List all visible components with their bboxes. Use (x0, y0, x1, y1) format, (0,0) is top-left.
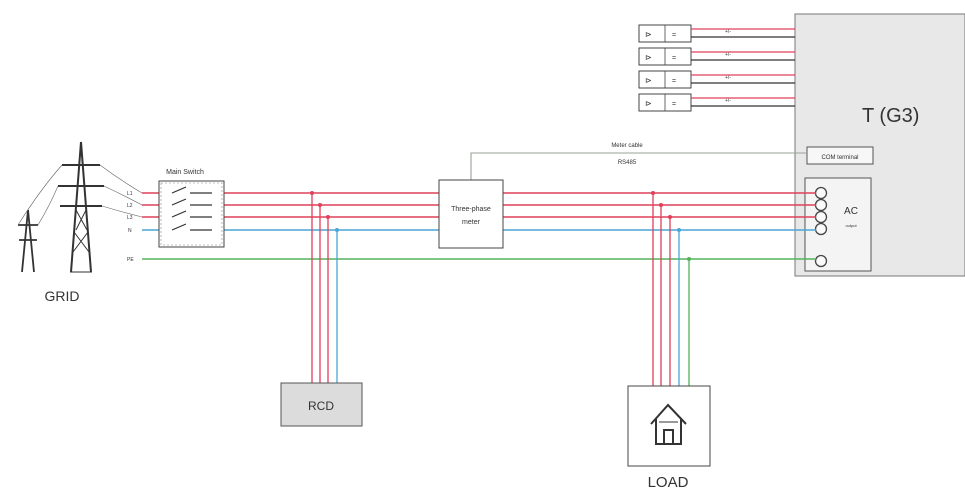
svg-text:⊳: ⊳ (645, 53, 652, 62)
pv-string-3: ⊳ = +/- (638, 70, 795, 89)
terminal-pe (814, 254, 828, 268)
ac-label: AC (844, 206, 858, 217)
comm-port (806, 146, 874, 165)
meter-label-2: meter (462, 219, 481, 226)
comm-line: Meter cable RS485 (470, 143, 807, 180)
load-label: LOAD (648, 474, 689, 491)
inverter-title: T (G3) (862, 105, 919, 127)
svg-text:+/-: +/- (725, 52, 731, 58)
ac-sub-label: output (845, 223, 857, 228)
pv-string-1: ⊳ = +/- (638, 24, 795, 43)
comm-port-label: COM terminal (821, 155, 858, 161)
svg-text:L3: L3 (127, 215, 133, 221)
rcd-label: RCD (308, 399, 334, 413)
comm-line-label-2: RS485 (618, 160, 637, 166)
terminal-l3 (814, 210, 828, 224)
svg-text:⊳: ⊳ (645, 30, 652, 39)
load-box: LOAD (627, 385, 711, 491)
main-switch-label: Main Switch (166, 169, 204, 176)
house-icon (650, 403, 687, 445)
svg-text:N: N (128, 228, 132, 234)
svg-text:+/-: +/- (725, 75, 731, 81)
ac-terminal-block (804, 177, 872, 272)
pv-string-2: ⊳ = +/- (638, 47, 795, 66)
rcd-box: RCD (280, 382, 363, 427)
terminal-l2 (814, 198, 828, 212)
svg-text:+/-: +/- (725, 98, 731, 104)
svg-text:=: = (672, 78, 676, 85)
svg-text:L1: L1 (127, 191, 133, 197)
meter-label-1: Three-phase (451, 206, 491, 213)
svg-text:⊳: ⊳ (645, 99, 652, 108)
rcd-drops (310, 191, 339, 383)
svg-text:⊳: ⊳ (645, 76, 652, 85)
grid-label: GRID (45, 288, 80, 304)
svg-text:=: = (672, 101, 676, 108)
comm-line-label-1: Meter cable (611, 143, 643, 149)
pv-string-4: ⊳ = +/- (638, 93, 795, 112)
svg-text:L2: L2 (127, 203, 133, 209)
terminal-l1 (814, 186, 828, 200)
ac-terminals (814, 186, 828, 268)
three-phase-meter: Three-phase meter (438, 179, 504, 249)
pv-strings: ⊳ = +/- ⊳ = +/- ⊳ = +/- ⊳ (638, 24, 795, 112)
svg-text:=: = (672, 32, 676, 39)
svg-text:+/-: +/- (725, 29, 731, 35)
load-drops (651, 191, 691, 386)
terminal-n (814, 222, 828, 236)
main-switch: Main Switch (158, 169, 225, 248)
grid-line-labels: L1 L2 L3 N PE (127, 191, 134, 263)
svg-text:=: = (672, 55, 676, 62)
grid-tower-icon (17, 141, 143, 273)
svg-text:PE: PE (127, 257, 134, 263)
